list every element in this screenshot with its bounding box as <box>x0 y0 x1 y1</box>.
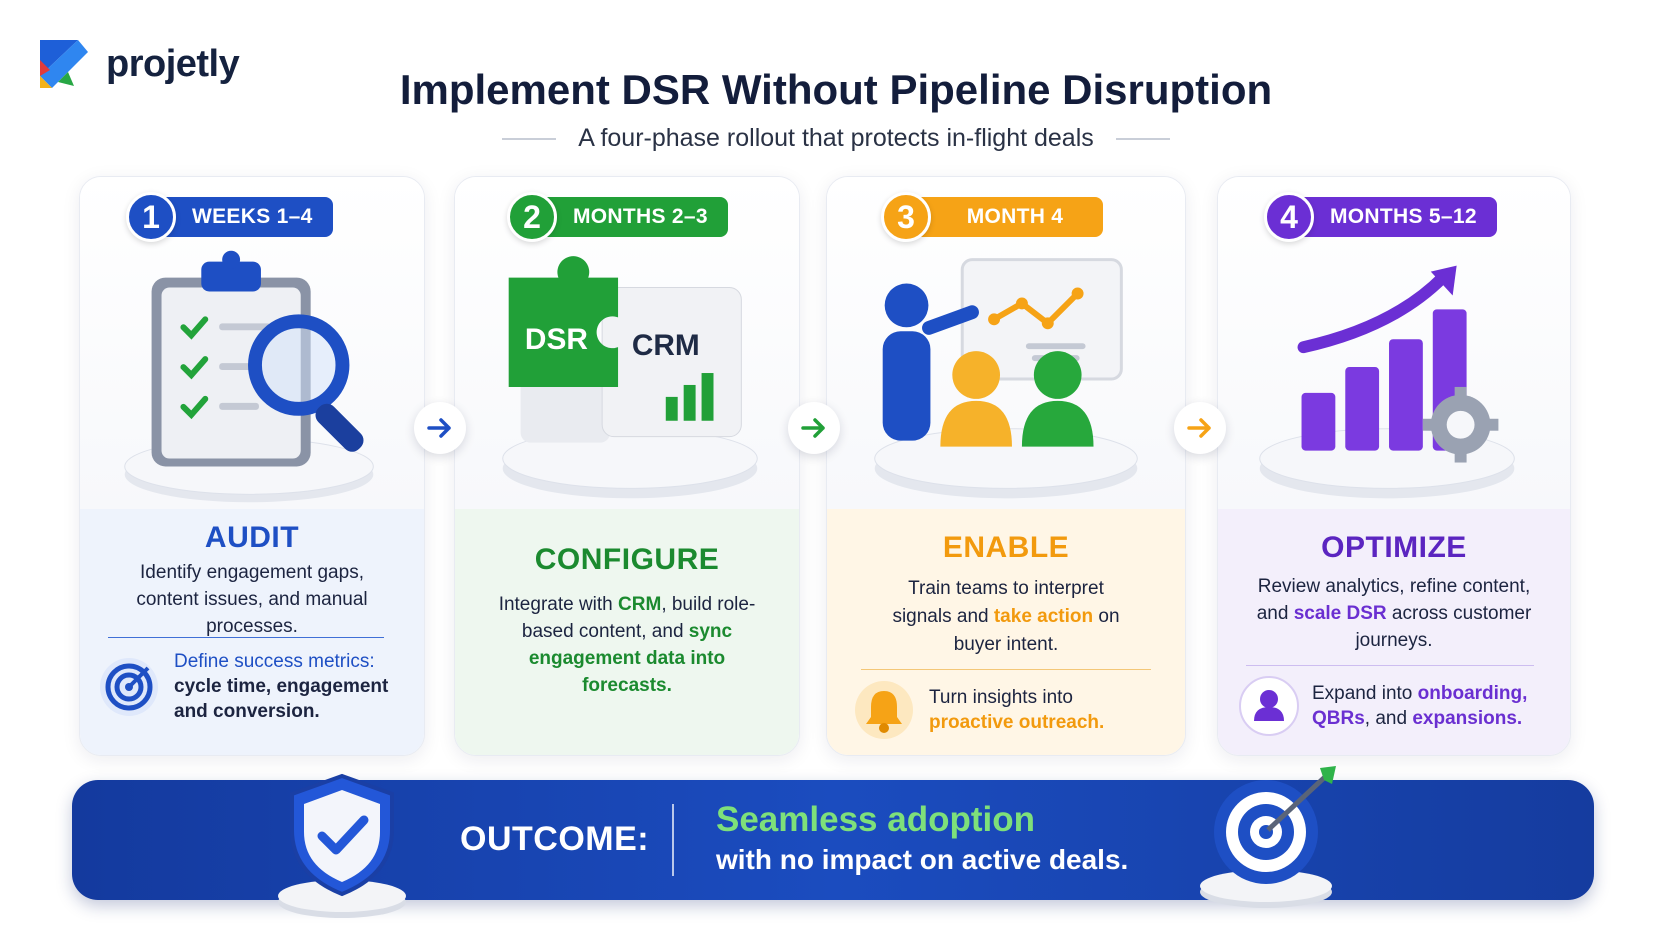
outcome-divider <box>672 804 674 876</box>
note-part: Expand into <box>1312 683 1418 704</box>
subtitle-row: A four-phase rollout that protects in-fl… <box>0 124 1672 153</box>
desc-highlight-crm: CRM <box>618 594 662 615</box>
card-divider <box>861 669 1151 670</box>
note-line-2: cycle time, engagement <box>174 676 389 697</box>
phase-title: OPTIMIZE <box>1321 531 1467 564</box>
note-part: , and <box>1364 708 1413 729</box>
card-bottom <box>455 509 799 755</box>
note-line-3: and conversion. <box>174 701 320 722</box>
growth-chart-icon <box>1218 247 1570 509</box>
target-icon <box>100 657 158 716</box>
desc-part: Train teams to interpret signals and <box>892 578 1104 627</box>
shield-check-icon <box>278 773 406 918</box>
presentation-icon <box>827 247 1185 509</box>
outcome-subline: with no impact on active deals. <box>716 844 1129 875</box>
page-subtitle: A four-phase rollout that protects in-fl… <box>578 124 1094 152</box>
phase-timeframe: MONTHS 2–3 <box>543 197 728 237</box>
phase-description: Train teams to interpret signals and tak… <box>879 575 1133 659</box>
note-text: Expand into onboarding, QBRs, and expans… <box>1312 681 1527 731</box>
note-highlight-onboarding: onboarding, <box>1417 683 1528 704</box>
phase-card-enable: 3 MONTH 4 ENABLE Train teams to interpre… <box>826 176 1186 756</box>
arrow-right-icon <box>414 402 466 454</box>
note-highlight-expansions: expansions. <box>1412 708 1523 729</box>
user-icon <box>1239 676 1299 736</box>
note-line-1: Turn insights into <box>929 687 1073 708</box>
outcome-headline: Seamless adoption <box>716 800 1035 839</box>
phase-badge: 4 MONTHS 5–12 <box>1264 192 1497 242</box>
phase-description: Integrate with CRM, build role-based con… <box>495 591 759 699</box>
desc-part: , build role-based content, and <box>521 594 756 642</box>
projetly-logo-icon <box>40 40 88 88</box>
outcome-label: OUTCOME: <box>460 820 650 858</box>
phase-title: ENABLE <box>942 531 1070 564</box>
card-divider <box>1246 665 1534 666</box>
arrow-right-icon <box>788 402 840 454</box>
phase-title: AUDIT <box>204 521 300 554</box>
phase-note: Turn insights into proactive outreach. <box>853 679 1171 741</box>
brand-name: projetly <box>106 42 240 85</box>
desc-part: on buyer intent. <box>953 606 1120 655</box>
phase-timeframe: WEEKS 1–4 <box>162 197 333 237</box>
brand-logo: projetly <box>38 38 240 90</box>
desc-highlight-action: take action <box>993 606 1094 627</box>
phase-card-optimize: 4 MONTHS 5–12 OPTIMIZE Review analytics,… <box>1217 176 1571 756</box>
page-title: Implement DSR Without Pipeline Disruptio… <box>399 66 1273 113</box>
clipboard-magnifier-icon <box>80 247 424 509</box>
desc-highlight-scale: scale DSR <box>1293 603 1387 624</box>
phase-number: 1 <box>126 192 176 242</box>
phase-badge: 3 MONTH 4 <box>881 192 1103 242</box>
bell-icon <box>855 681 913 739</box>
phase-badge: 1 WEEKS 1–4 <box>126 192 333 242</box>
phase-card-audit: 1 WEEKS 1–4 AUDIT Identify engagement ga… <box>79 176 425 756</box>
subtitle-divider-left <box>502 137 557 140</box>
note-line-1: Define success metrics: <box>174 651 375 672</box>
note-line-2: proactive outreach. <box>929 712 1105 733</box>
phase-number: 3 <box>881 192 931 242</box>
subtitle-divider-right <box>1115 137 1170 140</box>
phase-badge: 2 MONTHS 2–3 <box>507 192 728 242</box>
phase-card-configure: 2 MONTHS 2–3 CRM DSR CONFIGURE Integrate… <box>454 176 800 756</box>
desc-part: Integrate with <box>498 594 619 615</box>
desc-highlight-sync: sync engagement data into forecasts. <box>528 621 733 696</box>
phase-number: 4 <box>1264 192 1314 242</box>
puzzle-right-label: CRM <box>632 329 700 362</box>
card-divider <box>108 637 384 638</box>
phase-description: Review analytics, refine content, and sc… <box>1248 573 1540 654</box>
target-arrow-icon <box>1200 766 1336 908</box>
note-highlight-qbrs: QBRs <box>1312 708 1365 729</box>
outcome-banner: OUTCOME: Seamless adoption with no impac… <box>72 766 1594 918</box>
phase-note: Expand into onboarding, QBRs, and expans… <box>1238 675 1564 737</box>
phase-timeframe: MONTHS 5–12 <box>1300 197 1497 237</box>
phase-description: Identify engagement gaps, content issues… <box>136 562 368 637</box>
note-text: Define success metrics: cycle time, enga… <box>174 649 388 724</box>
arrow-right-icon <box>1174 402 1226 454</box>
note-text: Turn insights into proactive outreach. <box>929 685 1104 735</box>
desc-part: Review analytics, refine content, and <box>1256 576 1531 624</box>
phase-note: Define success metrics: cycle time, enga… <box>98 649 410 724</box>
puzzle-left-label: DSR <box>525 323 588 356</box>
phase-title: CONFIGURE <box>534 543 720 576</box>
desc-part: across customer journeys. <box>1355 603 1532 651</box>
puzzle-icon: CRM DSR <box>455 247 799 509</box>
phase-timeframe: MONTH 4 <box>917 197 1103 237</box>
phase-number: 2 <box>507 192 557 242</box>
